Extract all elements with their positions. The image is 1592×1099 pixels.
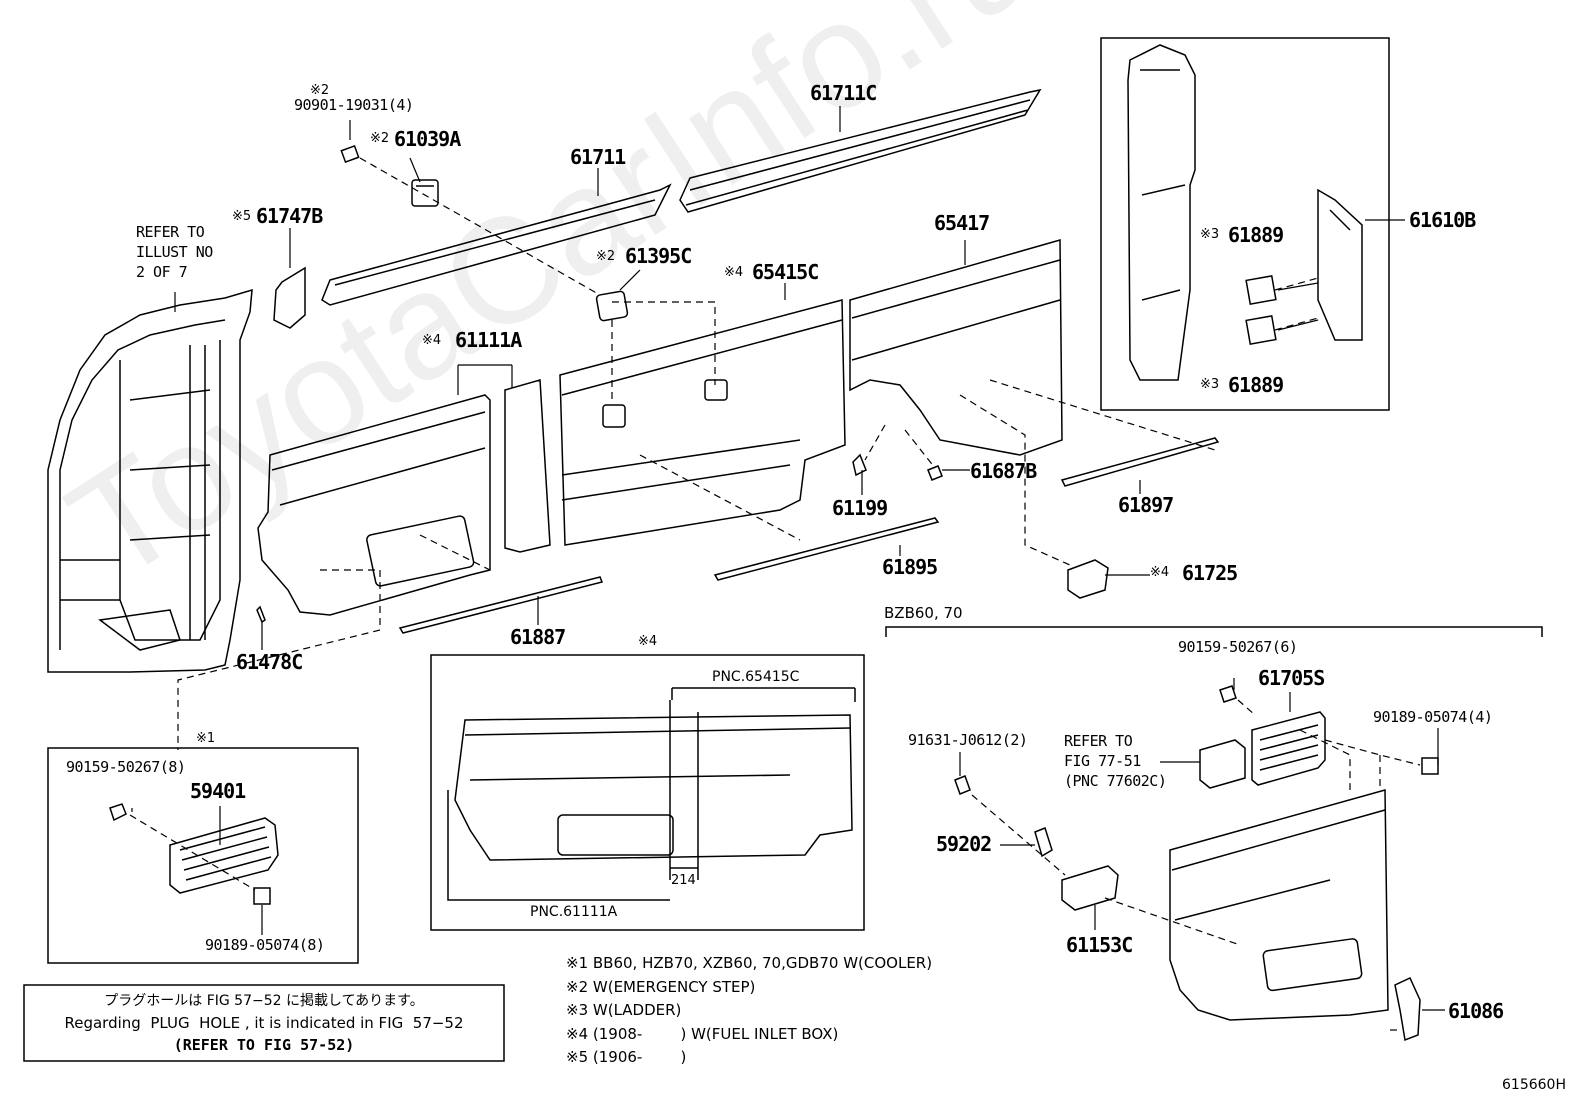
footnote-2: ※2 W(EMERGENCY STEP)	[566, 977, 756, 996]
footnote-3: ※3 W(LADDER)	[566, 1001, 682, 1019]
inset-frame	[430, 654, 865, 931]
part-65415c	[559, 299, 846, 546]
label-61711[interactable]: 61711	[570, 145, 626, 169]
label-90189-05074-8[interactable]: 90189-05074(8)	[205, 936, 325, 954]
part-61725	[1067, 559, 1109, 599]
dashed-lines	[129, 157, 1421, 1031]
plug-hole-note: プラグホールは FIG 57−52 に掲載してあります。 Regarding P…	[64, 993, 464, 1054]
marker-2b: ※2	[370, 131, 390, 146]
marker-3b: ※3	[1200, 377, 1220, 392]
part-90159-bolt	[109, 803, 127, 822]
label-65415c[interactable]: 65415C	[752, 260, 819, 284]
part-90189-nut	[253, 887, 271, 905]
label-61199[interactable]: 61199	[832, 496, 888, 520]
side-body-frame	[47, 288, 253, 673]
label-61086[interactable]: 61086	[1448, 999, 1504, 1023]
marker-1: ※1	[196, 731, 216, 746]
ladder-group-frame	[1100, 37, 1390, 411]
refer-to-illust: REFER TO ILLUST NO 2 OF 7	[136, 223, 213, 281]
label-90159-50267-6[interactable]: 90159-50267(6)	[1178, 638, 1298, 656]
bzb-model-label: BZB60, 70	[884, 604, 963, 622]
label-61711c[interactable]: 61711C	[810, 81, 877, 105]
inset-panel	[447, 687, 856, 901]
part-ladder-rail	[1127, 44, 1196, 381]
label-61889-upper[interactable]: 61889	[1228, 223, 1284, 247]
label-90159-50267-8[interactable]: 90159-50267(8)	[66, 758, 186, 776]
label-61887[interactable]: 61887	[510, 625, 566, 649]
inset-dimension: 214	[671, 873, 696, 888]
marker-3a: ※3	[1200, 227, 1220, 242]
part-61086	[1394, 977, 1421, 1042]
part-59401	[169, 817, 279, 894]
part-61897	[1060, 437, 1220, 487]
part-61687b	[927, 465, 943, 481]
part-65417	[849, 239, 1063, 456]
part-59202	[1034, 827, 1053, 858]
label-61395c[interactable]: 61395C	[625, 244, 692, 268]
part-61039a	[340, 145, 439, 207]
label-91631-j0612[interactable]: 91631-J0612(2)	[908, 731, 1028, 749]
marker-2c: ※2	[596, 249, 616, 264]
label-61889-lower[interactable]: 61889	[1228, 373, 1284, 397]
label-65417[interactable]: 65417	[934, 211, 990, 235]
label-61687b[interactable]: 61687B	[970, 459, 1037, 483]
part-61711c	[679, 88, 1042, 213]
label-61111a[interactable]: 61111A	[455, 328, 522, 352]
part-61478c	[256, 605, 266, 624]
marker-5: ※5	[232, 209, 252, 224]
part-61889-upper	[1245, 275, 1277, 305]
label-90189-05074-4[interactable]: 90189-05074(4)	[1373, 708, 1493, 726]
inset-pnc-65415c: PNC.65415C	[712, 669, 800, 685]
part-61610b	[1317, 188, 1363, 341]
part-61895	[713, 517, 940, 581]
part-61711	[321, 183, 672, 306]
label-61897[interactable]: 61897	[1118, 493, 1174, 517]
part-91631-screw	[954, 775, 971, 795]
footnote-5: ※5 (1906- )	[566, 1048, 687, 1066]
label-59401[interactable]: 59401	[190, 779, 246, 803]
part-61747b	[273, 266, 306, 329]
part-61395c	[595, 290, 629, 322]
footnote-1: ※1 BB60, HZB70, XZB60, 70,GDB70 W(COOLER…	[566, 954, 933, 972]
bzb-bracket	[885, 626, 1543, 637]
part-90159-bolt-b	[1219, 685, 1237, 703]
bzb-panel	[1169, 789, 1389, 1021]
label-61610b[interactable]: 61610B	[1409, 208, 1476, 232]
part-61705s	[1251, 711, 1326, 786]
part-61887	[398, 576, 604, 634]
marker-4c: ※4	[1150, 565, 1170, 580]
part-90189-nut-b	[1421, 757, 1439, 775]
footnotes: ※1 BB60, HZB70, XZB60, 70,GDB70 W(COOLER…	[566, 952, 932, 1070]
label-59202[interactable]: 59202	[936, 832, 992, 856]
marker-2a: ※2	[310, 83, 330, 98]
label-61478c[interactable]: 61478C	[236, 650, 303, 674]
label-61705s[interactable]: 61705S	[1258, 666, 1325, 690]
part-61199	[852, 453, 867, 477]
inset-pnc-61111a: PNC.61111A	[530, 904, 618, 920]
leader-lines	[131, 106, 1445, 1011]
marker-4b: ※4	[422, 333, 442, 348]
part-61111a	[257, 379, 551, 616]
part-61153c	[1061, 865, 1119, 911]
plug-note-frame	[23, 984, 505, 1062]
label-61747b[interactable]: 61747B	[256, 204, 323, 228]
figure-id: 615660H	[1502, 1077, 1566, 1093]
part-61889-lower	[1245, 315, 1277, 345]
marker-4d: ※4	[638, 634, 658, 649]
marker-4a: ※4	[724, 265, 744, 280]
label-61153c[interactable]: 61153C	[1066, 933, 1133, 957]
label-61895[interactable]: 61895	[882, 555, 938, 579]
refer-to-fig-77-51: REFER TO FIG 77-51 (PNC 77602C)	[1064, 732, 1167, 790]
footnote-4: ※4 (1908- ) W(FUEL INLET BOX)	[566, 1024, 839, 1043]
label-90901-19031[interactable]: 90901-19031(4)	[294, 96, 414, 114]
label-61725[interactable]: 61725	[1182, 561, 1238, 585]
label-61039a[interactable]: 61039A	[394, 127, 461, 151]
cooler-group-frame	[47, 747, 359, 964]
part-77602c	[1199, 739, 1246, 789]
